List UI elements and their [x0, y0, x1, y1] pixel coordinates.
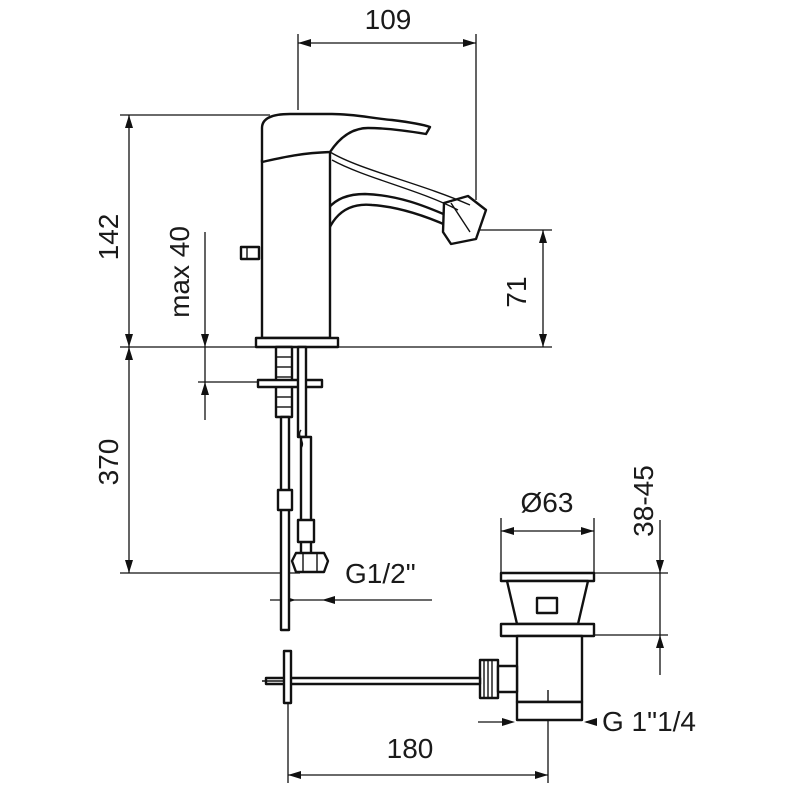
label-spout-height: 71 — [501, 276, 532, 307]
mounting-plate — [256, 378, 324, 389]
waste-tail — [515, 700, 584, 722]
rod-clip — [282, 649, 293, 705]
spout — [314, 192, 450, 337]
faucet-body — [260, 148, 332, 340]
hose-nut — [290, 551, 330, 574]
hose-left — [279, 415, 291, 632]
dimension-labels: 109 142 max 40 71 370 G1/2" Ø63 38-45 G … — [93, 4, 696, 764]
faucet — [239, 112, 488, 349]
faucet-base — [254, 336, 340, 349]
label-waste-range: 38-45 — [628, 465, 659, 537]
label-total-height: 142 — [93, 214, 124, 261]
faucet-lever — [260, 112, 432, 164]
label-waste-diameter: Ø63 — [521, 487, 574, 518]
rod-stem — [296, 345, 308, 439]
label-max-thickness: max 40 — [164, 226, 195, 318]
label-hose-thread: G1/2" — [345, 558, 416, 589]
dimension-lines — [120, 34, 668, 783]
flexible-hoses — [276, 415, 330, 632]
popup-knob — [239, 245, 261, 261]
pop-up-waste — [262, 571, 596, 722]
side-nut — [478, 658, 500, 700]
label-rod-length: 180 — [387, 733, 434, 764]
label-hose-length: 370 — [93, 439, 124, 486]
label-waste-thread: G 1"1/4 — [602, 706, 696, 737]
waste-flange — [499, 622, 596, 638]
label-spout-reach: 109 — [365, 4, 412, 35]
control-rod — [264, 676, 482, 686]
waste-lower — [515, 634, 584, 704]
